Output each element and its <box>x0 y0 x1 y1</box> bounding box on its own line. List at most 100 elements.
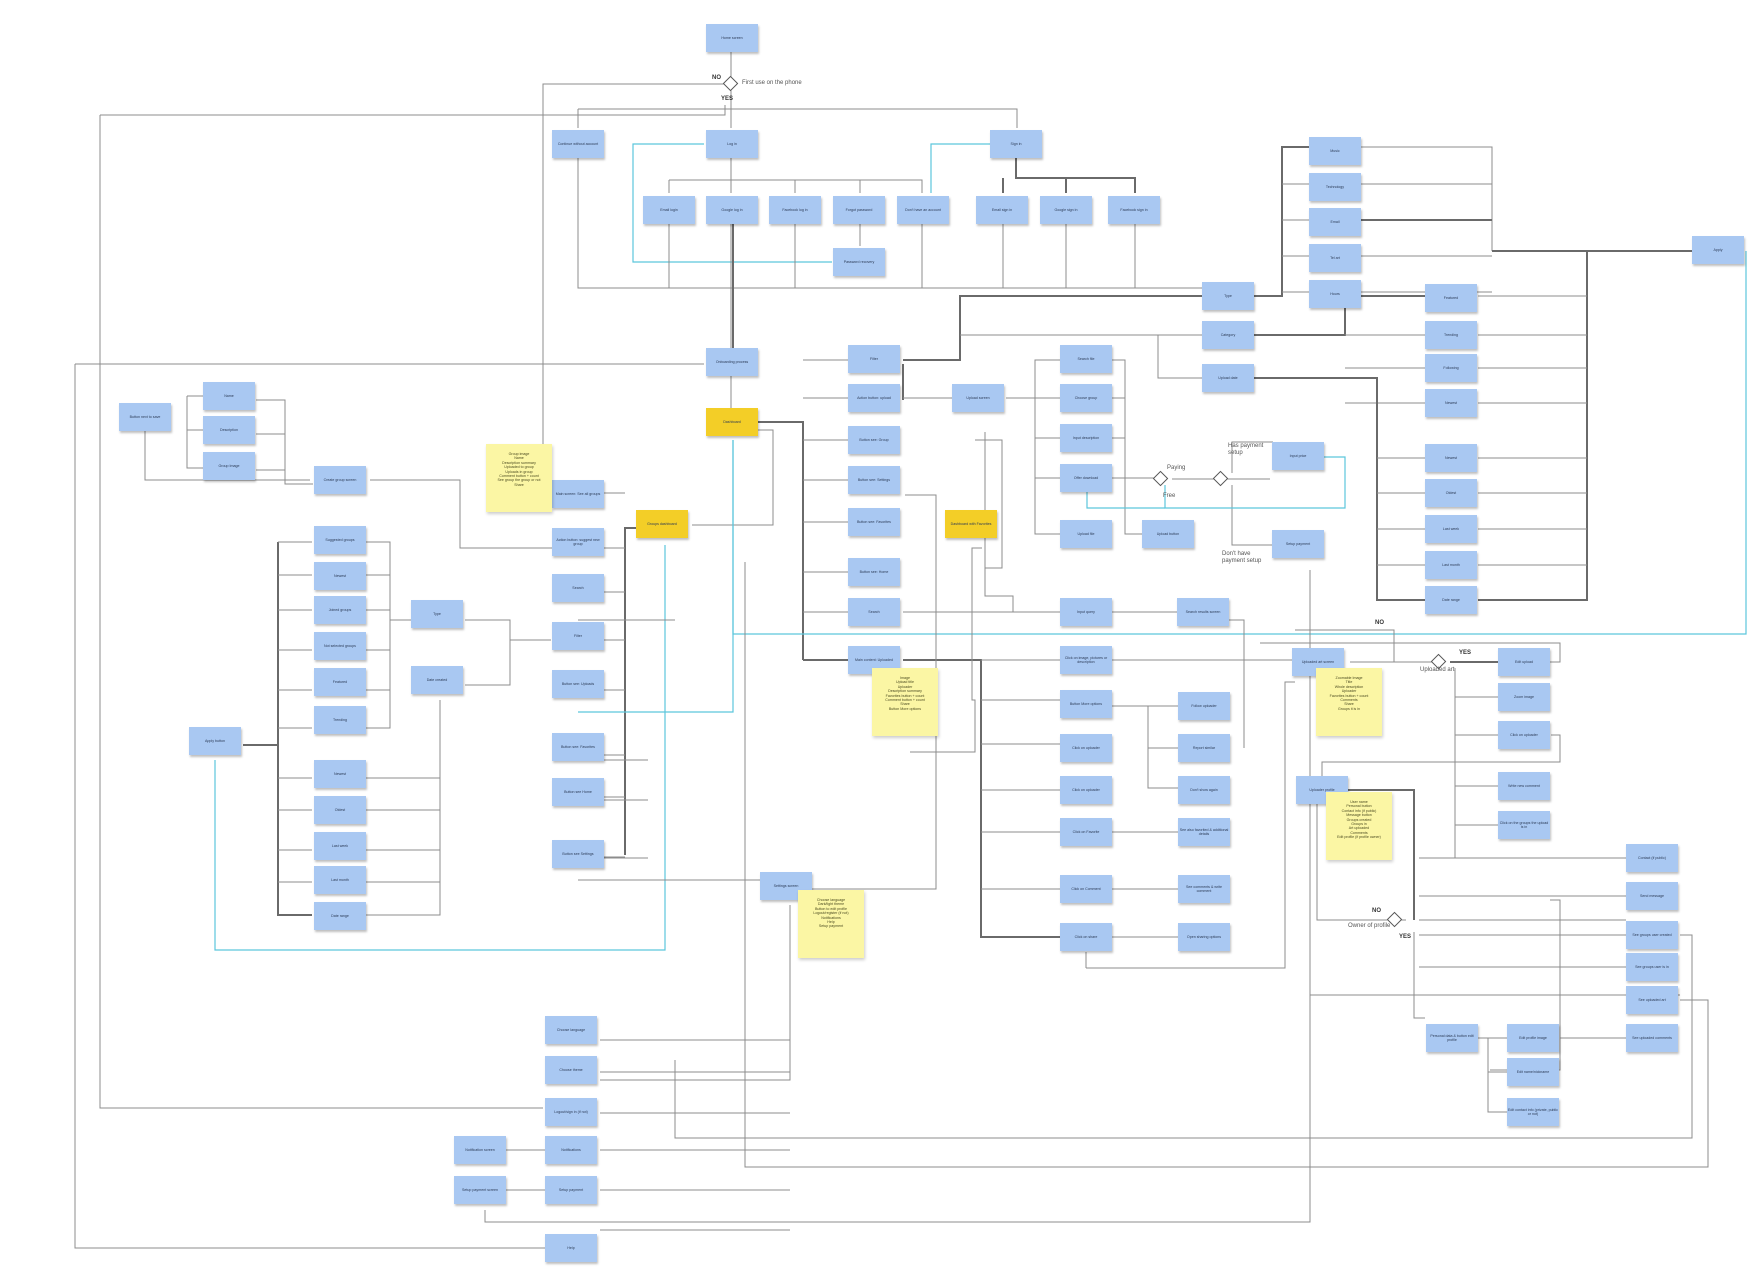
last-week-date-node[interactable]: Last week <box>314 832 366 860</box>
dashboard-node[interactable]: Dashboard <box>706 408 758 436</box>
report-similar-node[interactable]: Report similar <box>1178 734 1230 762</box>
help-node[interactable]: Help <box>545 1234 597 1262</box>
contact-node[interactable]: Contact (if public) <box>1626 844 1678 872</box>
dont-have-account-node[interactable]: Don't have an account <box>897 196 949 224</box>
button-more-node[interactable]: Button More options <box>1060 690 1112 718</box>
logout-node[interactable]: Logout/sign in (if not) <box>545 1098 597 1126</box>
see-home-dashboard-node[interactable]: Button see: Home <box>848 558 900 586</box>
category-node[interactable]: Category <box>1202 321 1254 349</box>
see-home-groups-node[interactable]: Button see Home <box>552 778 604 806</box>
click-uploader-r-node[interactable]: Click on uploader <box>1498 721 1550 749</box>
search-dashboard-node[interactable]: Search <box>848 598 900 626</box>
see-groups-in-node[interactable]: See groups user is in <box>1626 953 1678 981</box>
write-comment-node[interactable]: Write new comment <box>1498 772 1550 800</box>
type-groups-node[interactable]: Type <box>411 600 463 628</box>
suggest-group-node[interactable]: Action button: suggest new group <box>552 528 604 556</box>
filter-groups-node[interactable]: Filter <box>552 622 604 650</box>
click-favorite-node[interactable]: Click on Favorite <box>1060 818 1112 846</box>
see-comments-node[interactable]: See comments & write comment <box>1178 875 1230 903</box>
trending-category-node[interactable]: Trending <box>1425 321 1477 349</box>
create-group-node[interactable]: Create group screen <box>314 466 366 494</box>
upload-screen-node[interactable]: Upload screen <box>952 384 1004 412</box>
following-category-node[interactable]: Following <box>1425 354 1477 382</box>
search-groups-node[interactable]: Search <box>552 574 604 602</box>
personal-edit-node[interactable]: Personal data & button edit profile <box>1426 1024 1478 1052</box>
search-file-node[interactable]: Search file <box>1060 345 1112 373</box>
see-favorites-groups-node[interactable]: Button see: Favorites <box>552 733 604 761</box>
oldest-upload-node[interactable]: Oldest <box>1425 479 1477 507</box>
see-favorite-node[interactable]: See also favorited & additional details <box>1178 818 1230 846</box>
date-range-upload-node[interactable]: Date range <box>1425 586 1477 614</box>
type-dashboard-node[interactable]: Type <box>1202 282 1254 310</box>
choose-language-node[interactable]: Choose language <box>545 1016 597 1044</box>
date-created-node[interactable]: Date created <box>411 666 463 694</box>
featured-groups-node[interactable]: Featured <box>314 668 366 696</box>
click-comment-node[interactable]: Click on Comment <box>1060 875 1112 903</box>
dont-show-again-node[interactable]: Don't show again <box>1178 776 1230 804</box>
see-groups-created-node[interactable]: See groups user created <box>1626 921 1678 949</box>
notification-screen-node[interactable]: Notification screen <box>454 1136 506 1164</box>
see-favorites-dashboard-node[interactable]: Button see: Favorites <box>848 508 900 536</box>
google-signin-node[interactable]: Google sign in <box>1040 196 1092 224</box>
click-uploader-2-node[interactable]: Click on uploader <box>1060 776 1112 804</box>
edit-contact-node[interactable]: Edit contact info (private, public or no… <box>1507 1098 1559 1126</box>
hours-node[interactable]: Hours <box>1309 280 1361 308</box>
search-results-node[interactable]: Search results screen <box>1177 598 1229 626</box>
technology-node[interactable]: Technology <box>1309 173 1361 201</box>
apply-button-node[interactable]: Apply button <box>189 727 241 755</box>
facebook-login-node[interactable]: Facebook log in <box>769 196 821 224</box>
open-sharing-node[interactable]: Open sharing options <box>1178 923 1230 951</box>
choose-theme-node[interactable]: Choose theme <box>545 1056 597 1084</box>
see-settings-groups-node[interactable]: Button see Settings <box>552 840 604 868</box>
input-query-node[interactable]: Input query <box>1060 598 1112 626</box>
see-settings-dashboard-node[interactable]: Button see: Settings <box>848 466 900 494</box>
edit-profile-image-node[interactable]: Edit profile image <box>1507 1024 1559 1052</box>
click-uploader-1-node[interactable]: Click on uploader <box>1060 734 1112 762</box>
upload-file-node[interactable]: Upload file <box>1060 520 1112 548</box>
upload-button-node[interactable]: Upload button <box>1142 520 1194 548</box>
continue-without-account-node[interactable]: Continue without account <box>552 130 604 158</box>
email-type-node[interactable]: Email <box>1309 208 1361 236</box>
not-joined-groups-node[interactable]: Not selected groups <box>314 632 366 660</box>
featured-category-node[interactable]: Featured <box>1425 284 1477 312</box>
choose-group-node[interactable]: Choose group <box>1060 384 1112 412</box>
last-month-date-node[interactable]: Last month <box>314 866 366 894</box>
oldest-date-node[interactable]: Oldest <box>314 796 366 824</box>
email-login-node[interactable]: Email login <box>643 196 695 224</box>
music-node[interactable]: Music <box>1309 137 1361 165</box>
see-uploads-node[interactable]: See uploaded art <box>1626 986 1678 1014</box>
apply-node[interactable]: Apply <box>1692 236 1744 264</box>
click-share-node[interactable]: Click on share <box>1060 923 1112 951</box>
password-recovery-node[interactable]: Password recovery <box>833 248 885 276</box>
dashboard-favorites-node[interactable]: Dashboard with Favorites <box>945 510 997 538</box>
forgot-password-node[interactable]: Forgot password <box>833 196 885 224</box>
last-week-upload-node[interactable]: Last week <box>1425 515 1477 543</box>
edit-name-node[interactable]: Edit name/nickname <box>1507 1058 1559 1086</box>
input-price-node[interactable]: Input price <box>1272 442 1324 470</box>
setup-payment-node[interactable]: Setup payment <box>1272 530 1324 558</box>
see-upload-comments-node[interactable]: See uploaded comments <box>1626 1024 1678 1052</box>
send-message-node[interactable]: Send message <box>1626 882 1678 910</box>
joined-groups-node[interactable]: Joined groups <box>314 596 366 624</box>
notifications-node[interactable]: Notifications <box>545 1136 597 1164</box>
name-node[interactable]: Name <box>203 382 255 410</box>
click-group-node[interactable]: Click on the groups the upload is in <box>1498 811 1550 839</box>
last-month-upload-node[interactable]: Last month <box>1425 551 1477 579</box>
zoom-image-node[interactable]: Zoom image <box>1498 683 1550 711</box>
description-node[interactable]: Description <box>203 416 255 444</box>
setup-payment-screen-node[interactable]: Setup payment screen <box>454 1176 506 1204</box>
signup-node[interactable]: Sign in <box>990 130 1042 158</box>
click-image-node[interactable]: Click on image, pictures or description <box>1060 646 1112 674</box>
trending-groups-node[interactable]: Trending <box>314 706 366 734</box>
see-group-node[interactable]: Button see: Group <box>848 426 900 454</box>
see-uploads-node[interactable]: Button see: Uploads <box>552 670 604 698</box>
group-image-node[interactable]: Group Image <box>203 452 255 480</box>
suggested-groups-node[interactable]: Suggested groups <box>314 526 366 554</box>
facebook-signin-node[interactable]: Facebook sign in <box>1108 196 1160 224</box>
start-node[interactable]: Home screen <box>706 24 758 52</box>
newest-date-node[interactable]: Newest <box>314 760 366 788</box>
follow-uploader-node[interactable]: Follow uploader <box>1178 692 1230 720</box>
offer-download-node[interactable]: Offer download <box>1060 464 1112 492</box>
setup-payment-settings-node[interactable]: Setup payment <box>545 1176 597 1204</box>
email-signin-node[interactable]: Email sign in <box>976 196 1028 224</box>
